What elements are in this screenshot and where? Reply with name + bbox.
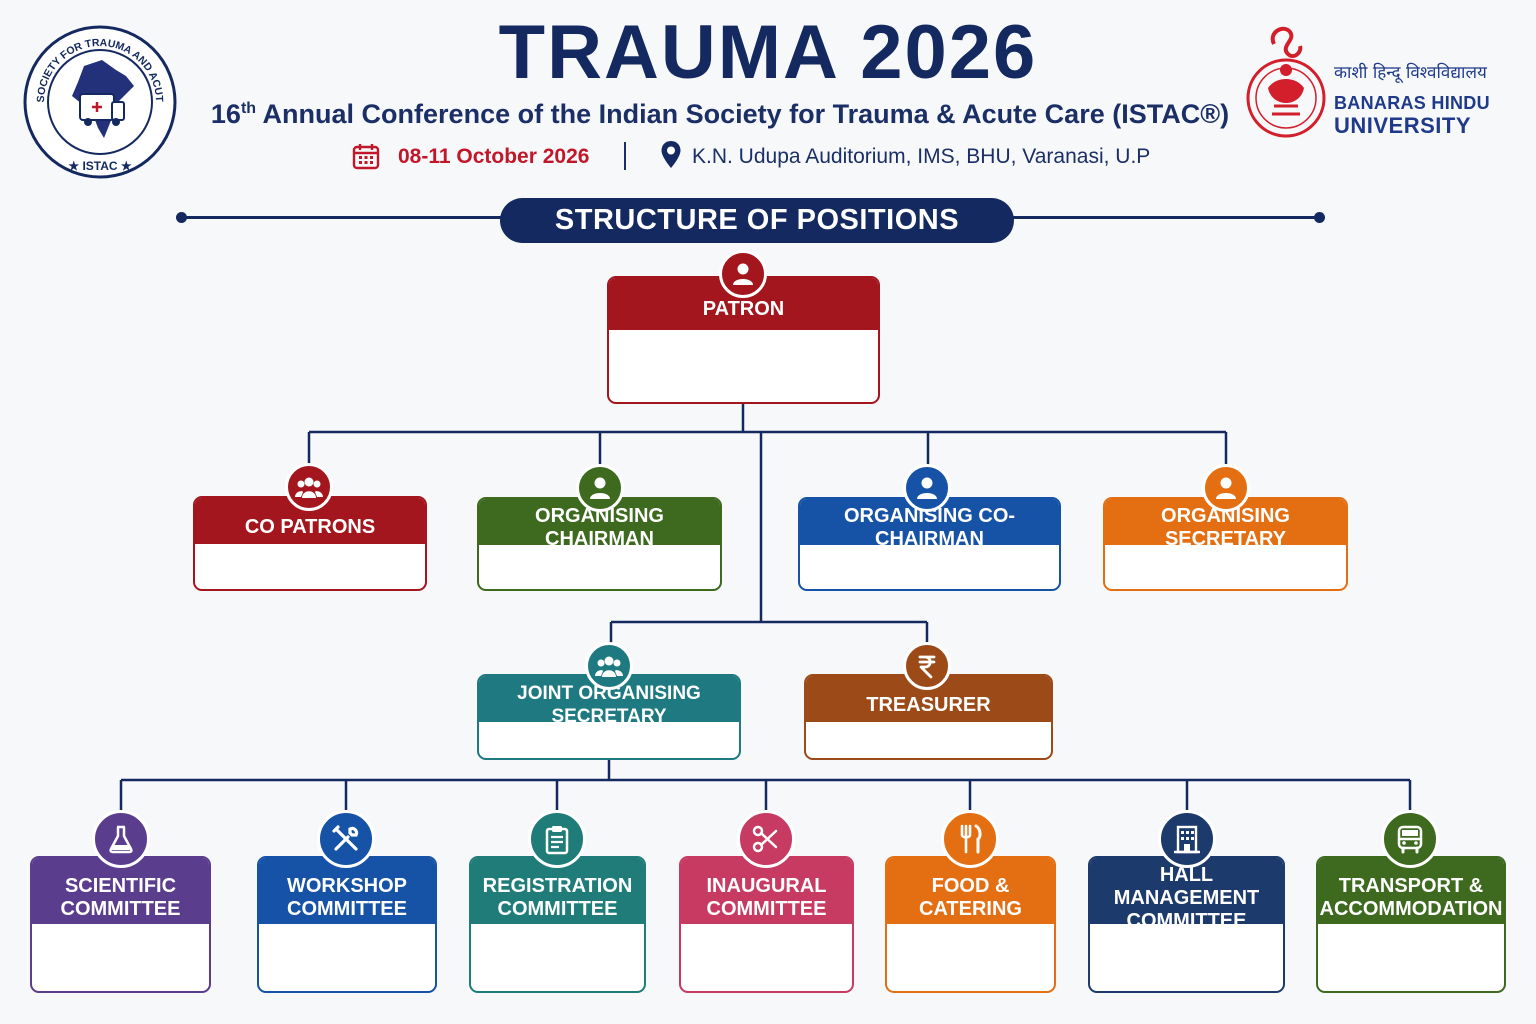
divider (624, 142, 626, 170)
rupee-icon (903, 642, 951, 690)
istac-logo: INDIAN SOCIETY FOR TRAUMA AND ACUTE CARE… (18, 15, 178, 180)
subtitle-text: Annual Conference of the Indian Society … (256, 99, 1230, 129)
svg-text:★ ISTAC ★: ★ ISTAC ★ (68, 159, 132, 173)
organising-chairman-box: ORGANISING CHAIRMAN (477, 497, 722, 591)
scissors-icon (737, 810, 795, 868)
group-icon (585, 642, 633, 690)
person-icon (903, 464, 951, 512)
istac-abbr: ISTAC (82, 159, 117, 173)
bhu-hindi-name: काशी हिन्दू विश्वविद्यालय (1334, 63, 1487, 83)
bhu-name: काशी हिन्दू विश्वविद्यालय BANARAS HINDU … (1334, 60, 1490, 139)
organising-secretary-box: ORGANISING SECRETARY (1103, 497, 1348, 591)
banner-dot-right (1314, 212, 1325, 223)
organising-co-chairman-box: ORGANISING CO-CHAIRMAN (798, 497, 1061, 591)
banner-dot-left (176, 212, 187, 223)
person-icon (576, 464, 624, 512)
event-date: 08-11 October 2026 (398, 145, 590, 168)
calendar-icon (352, 142, 380, 170)
clipboard-icon (528, 810, 586, 868)
bhu-name-line1: BANARAS HINDU (1334, 93, 1490, 113)
group-icon (285, 463, 333, 511)
section-title: STRUCTURE OF POSITIONS (500, 198, 1014, 243)
food-catering-committee-box: FOOD &CATERING (885, 856, 1056, 993)
conference-subtitle: 16th Annual Conference of the Indian Soc… (0, 92, 1440, 131)
organising-secretary-label: ORGANISING SECRETARY (1105, 499, 1346, 550)
joint-organising-secretary-label: JOINT ORGANISING SECRETARY (479, 676, 739, 727)
organising-co-chairman-label: ORGANISING CO-CHAIRMAN (800, 499, 1059, 550)
person-icon (1202, 464, 1250, 512)
subtitle-number: 16 (210, 99, 241, 129)
cutlery-icon (941, 810, 999, 868)
bhu-name-line2: UNIVERSITY (1334, 113, 1472, 138)
flask-icon (92, 810, 150, 868)
person-icon (719, 250, 767, 298)
committee-label: TRANSPORT &ACCOMMODATION (1318, 858, 1504, 924)
subtitle-suffix: th (240, 100, 257, 117)
building-icon (1158, 810, 1216, 868)
committee-label: FOOD &CATERING (887, 858, 1054, 924)
co-patrons-box: CO PATRONS (193, 496, 427, 591)
banner-line-left (182, 216, 502, 219)
treasurer-label: TREASURER (806, 676, 1051, 722)
location-pin-icon (660, 140, 682, 170)
banner-line-right (1012, 216, 1320, 219)
conference-title: TRAUMA 2026 (498, 10, 1038, 95)
organising-chairman-label: ORGANISING CHAIRMAN (479, 499, 720, 550)
bus-icon (1381, 810, 1439, 868)
bhu-emblem (1244, 22, 1330, 142)
event-venue: K.N. Udupa Auditorium, IMS, BHU, Varanas… (692, 145, 1151, 168)
transport-accommodation-committee-box: TRANSPORT &ACCOMMODATION (1316, 856, 1506, 993)
event-info-row: 08-11 October 2026 K.N. Udupa Auditorium… (0, 140, 1536, 174)
tools-icon (317, 810, 375, 868)
